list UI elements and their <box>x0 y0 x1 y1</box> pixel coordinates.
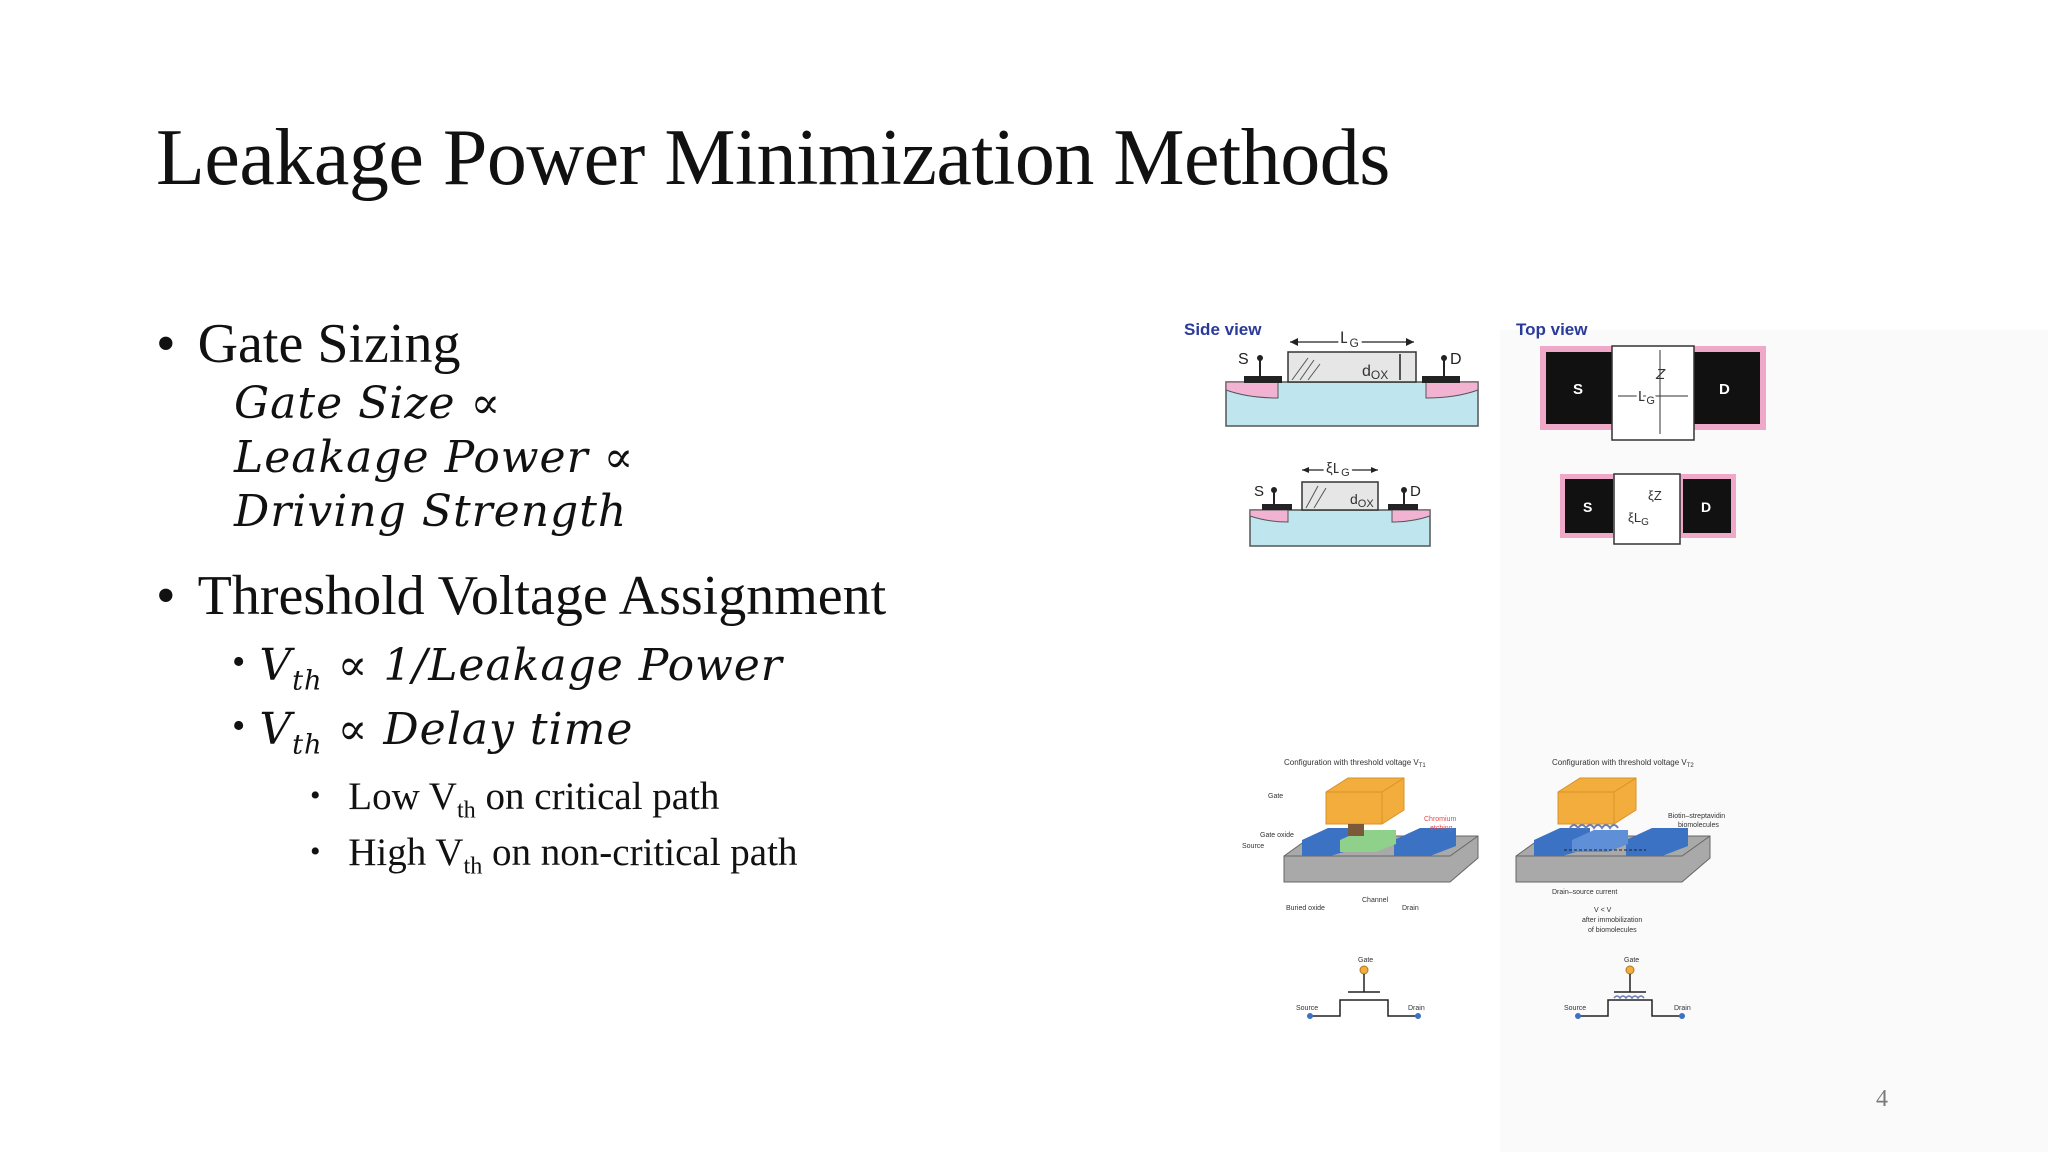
source-label-small: S <box>1254 483 1264 500</box>
side-view-small: S D ξLG dOX <box>1249 457 1431 547</box>
slide-title: Leakage Power Minimization Methods <box>156 114 1390 202</box>
vth-relation: ∝ Delay time <box>322 704 634 755</box>
figure-background <box>1500 330 2048 1152</box>
after-label-2: of biomolecules <box>1588 927 1637 934</box>
high-vth-post: on non-critical path <box>482 831 798 874</box>
top-drain-label: D <box>1719 381 1730 398</box>
sym-gate-right: Gate <box>1624 957 1639 964</box>
low-vth-post: on critical path <box>475 775 720 818</box>
low-vth-pre: Low V <box>348 775 457 818</box>
top-source-label: S <box>1573 381 1583 398</box>
bullet-threshold-label: Threshold Voltage Assignment <box>197 565 887 627</box>
bullet-gate-sizing: • Gate Sizing <box>156 312 460 376</box>
source-label-bottom: Source <box>1242 843 1264 850</box>
top-view-large: S D Z LG <box>1540 345 1766 441</box>
top-source-label-small: S <box>1583 499 1592 515</box>
top-xi-z-label: ξZ <box>1648 488 1662 503</box>
bullet-dot: • <box>232 641 246 683</box>
vth-symbol: V <box>259 640 293 691</box>
caption-left: Configuration with threshold voltage VT1 <box>1284 758 1426 769</box>
after-label-1: after immobilization <box>1582 917 1642 924</box>
biotin-label-1: Biotin–streptavidin <box>1668 813 1725 820</box>
top-lg-label: LG <box>1638 388 1655 407</box>
bullet-high-vth: • High Vth on non-critical path <box>310 830 798 878</box>
threshold-voltage-figure: Configuration with threshold voltage VT1… <box>1242 758 1725 1019</box>
source-label: S <box>1238 351 1249 368</box>
vth-subscript: th <box>292 729 323 761</box>
gate-oxide-label: Gate oxide <box>1260 832 1294 839</box>
top-view-label: Top view <box>1516 320 1588 339</box>
sym-gate-left: Gate <box>1358 957 1373 964</box>
gate-label: Gate <box>1268 793 1283 800</box>
bullet-dot: • <box>232 705 246 747</box>
bullet-dot: • <box>310 835 321 868</box>
sym-source-right: Source <box>1564 1005 1586 1012</box>
page-number: 4 <box>1876 1086 1888 1112</box>
top-xi-lg-label: ξLG <box>1628 510 1649 528</box>
high-vth-sub: th <box>463 852 483 880</box>
formula-line-1: Gate Size ∝ <box>234 378 502 429</box>
top-drain-label-small: D <box>1701 499 1711 515</box>
bullet-dot: • <box>310 779 321 812</box>
vth-subscript: th <box>292 665 323 697</box>
drain-label-small: D <box>1410 483 1421 500</box>
vt-relation-label: V < V <box>1594 907 1612 914</box>
sym-source-left: Source <box>1296 1005 1318 1012</box>
mosfet-scaling-figure: Side view Top view S D LG dOX S <box>1184 320 1766 547</box>
vth-item-1: • Vth ∝ 1/Leakage Power <box>232 640 783 695</box>
vth-relation: ∝ 1/Leakage Power <box>322 640 783 691</box>
bullet-threshold: • Threshold Voltage Assignment <box>156 564 886 628</box>
symbol-left: Gate Source Drain <box>1296 957 1425 1019</box>
bullet-low-vth: • Low Vth on critical path <box>310 774 720 822</box>
drain-label: D <box>1450 351 1462 368</box>
bullet-dot: • <box>156 565 176 627</box>
top-z-label: Z <box>1655 366 1666 383</box>
channel-label: Channel <box>1362 897 1389 904</box>
caption-right: Configuration with threshold voltage VT2 <box>1552 758 1694 769</box>
device-left: Gate Gate oxide Source Chromium etching … <box>1242 777 1479 912</box>
etching-label: etching <box>1430 825 1453 832</box>
bullet-dot: • <box>156 313 176 375</box>
buried-oxide-label: Buried oxide <box>1286 905 1325 912</box>
side-view-large: S D LG dOX <box>1225 325 1479 427</box>
dox-label-small: dOX <box>1350 491 1374 510</box>
symbol-right: Gate Source Drain <box>1564 957 1691 1019</box>
ds-current-label: Drain–source current <box>1552 889 1617 896</box>
low-vth-sub: th <box>456 796 476 824</box>
chromium-label: Chromium <box>1424 816 1456 823</box>
formula-line-2: Leakage Power ∝ <box>234 432 635 483</box>
sym-drain-left: Drain <box>1408 1005 1425 1012</box>
formula-line-3: Driving Strength <box>234 486 628 537</box>
top-view-small: S D ξZ ξLG <box>1560 473 1736 545</box>
dox-label: dOX <box>1362 363 1388 382</box>
sym-drain-right: Drain <box>1674 1005 1691 1012</box>
vth-item-2: • Vth ∝ Delay time <box>232 704 634 759</box>
bullet-gate-sizing-label: Gate Sizing <box>197 313 461 375</box>
biotin-label-2: biomolecules <box>1678 822 1719 829</box>
xi-lg-label: ξLG <box>1326 460 1350 479</box>
side-view-label: Side view <box>1184 320 1262 339</box>
drain-label-bottom: Drain <box>1402 905 1419 912</box>
high-vth-pre: High V <box>348 831 464 874</box>
vth-symbol: V <box>259 704 293 755</box>
device-right: Biotin–streptavidin biomolecules Drain–s… <box>1515 777 1725 934</box>
lg-label: LG <box>1340 328 1359 350</box>
